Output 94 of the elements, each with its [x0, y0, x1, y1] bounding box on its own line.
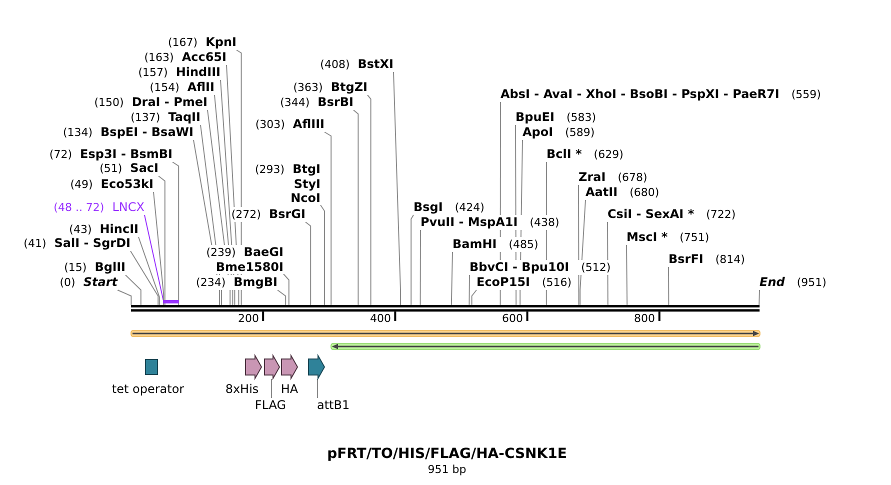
scale-label: 400	[370, 312, 391, 324]
enzyme-site-label: (43) HincII	[69, 222, 138, 237]
leader-line	[578, 184, 580, 306]
enzyme-site-label: AbsI - AvaI - XhoI - BsoBI - PspXI - PaeR7I (559)	[500, 87, 821, 102]
enzyme-site-label: (51) SacI	[100, 161, 158, 176]
leader-line	[410, 214, 414, 306]
enzyme-site-label: (303) AflIII	[255, 117, 324, 132]
enzyme-site-label: BclI * (629)	[546, 147, 624, 162]
leader-line	[220, 80, 236, 306]
leader-line	[420, 230, 421, 306]
enzyme-site-label: (344) BsrBI	[280, 95, 354, 110]
enzyme-site-label: BbvCI - Bpu10I (512)	[470, 260, 611, 275]
sequence-length-label: 951 bp	[428, 462, 466, 476]
enzyme-site-label: (234) BmgBI	[196, 275, 278, 290]
feature-label: 8xHis	[225, 382, 259, 396]
enzyme-site-label: BsgI (424)	[414, 200, 484, 215]
leader-line	[236, 50, 242, 306]
scale-label: 600	[502, 312, 523, 324]
enzyme-site-label: (49) Eco53kI	[70, 177, 154, 192]
enzyme-site-label: BamHI (485)	[452, 237, 538, 252]
leader-line	[320, 204, 325, 306]
leader-line	[144, 214, 164, 301]
leader-line	[324, 132, 332, 306]
enzyme-site-label: CsiI - SexAI * (722)	[608, 207, 736, 222]
enzyme-site-label: BpuEI (583)	[516, 110, 596, 125]
enzyme-site-label: (293) BtgI StyI NcoI	[254, 162, 320, 205]
leader-line	[305, 222, 312, 306]
leader-line	[353, 110, 359, 306]
enzyme-site-label: (363) BtgZI	[293, 80, 368, 95]
leader-line	[607, 222, 608, 306]
map-title: pFRT/TO/HIS/FLAG/HA-CSNK1E	[327, 446, 567, 462]
leader-line	[172, 162, 180, 306]
sequence-feature	[264, 355, 280, 379]
scale-label: 800	[634, 312, 655, 324]
leader-line	[153, 192, 164, 306]
feature-span	[331, 343, 760, 350]
sequence-ruler	[131, 305, 760, 321]
enzyme-site-label: (41) SalI - SgrDI	[24, 236, 130, 251]
enzyme-site-label: (137) TaqII	[130, 110, 200, 125]
enzyme-site-label: (272) BsrGI	[231, 207, 306, 222]
leader-line	[125, 274, 142, 306]
enzyme-site-label: (408) BstXI	[320, 57, 394, 72]
feature-label: (48 .. 72) LNCX	[54, 200, 144, 215]
sequence-feature	[145, 359, 158, 375]
feature-span	[131, 330, 760, 337]
leader-line	[158, 176, 166, 306]
enzyme-site-label: (239) BaeGI Bme1580I	[206, 245, 284, 274]
feature-label: FLAG	[254, 398, 286, 412]
leader-line	[130, 250, 159, 306]
enzyme-site-label: AatII (680)	[586, 185, 660, 200]
leader-line	[283, 274, 290, 306]
enzyme-site-label: (167) KpnI	[168, 35, 236, 50]
leader-line	[668, 266, 670, 306]
enzyme-site-label: EcoP15I (516)	[476, 275, 572, 290]
enzyme-site-label: (157) HindIII	[138, 65, 220, 80]
sequence-start-label: (0) Start	[60, 275, 118, 290]
leader-line	[758, 290, 760, 306]
enzyme-site-label: (15) BglII	[64, 260, 126, 275]
enzyme-site-label: (150) DraI - PmeI	[94, 95, 208, 110]
sequence-end-label: End (951)	[760, 275, 826, 290]
leader-line	[226, 64, 240, 306]
enzyme-site-label: PvuII - MspA1I (438)	[420, 215, 560, 230]
enzyme-site-label: (154) AflII	[150, 80, 214, 95]
leader-line	[468, 274, 470, 306]
leader-line	[515, 124, 517, 306]
enzyme-site-label: (134) BspEI - BsaWI	[62, 125, 194, 140]
leader-line	[450, 252, 453, 306]
scale-label: 200	[238, 312, 259, 324]
enzyme-site-label: (163) Acc65I	[144, 50, 226, 65]
leader-line	[393, 72, 401, 306]
feature-label: attB1	[317, 398, 350, 412]
sequence-feature	[308, 355, 325, 379]
enzyme-site-label: ApoI (589)	[522, 125, 595, 140]
leader-line	[500, 102, 501, 306]
leader-line	[207, 110, 231, 306]
leader-line	[580, 200, 586, 306]
leader-line	[117, 290, 132, 306]
enzyme-site-label: MscI * (751)	[626, 230, 710, 245]
leader-line	[271, 378, 272, 398]
enzyme-site-label: (72) Esp3I - BsmBI	[49, 147, 172, 162]
leader-line	[471, 290, 477, 306]
feature-bar	[162, 300, 179, 304]
enzyme-site-label: ZraI (678)	[578, 170, 648, 185]
leader-line	[277, 290, 286, 306]
sequence-feature	[245, 355, 262, 379]
sequence-feature	[280, 355, 298, 379]
feature-label: tet operator	[112, 382, 184, 396]
leader-line	[317, 378, 318, 398]
leader-line	[367, 94, 372, 306]
leader-line	[626, 244, 628, 306]
feature-label: HA	[280, 382, 298, 396]
leader-line	[214, 94, 234, 306]
enzyme-site-label: BsrFI (814)	[668, 252, 745, 267]
leader-line	[138, 236, 160, 306]
